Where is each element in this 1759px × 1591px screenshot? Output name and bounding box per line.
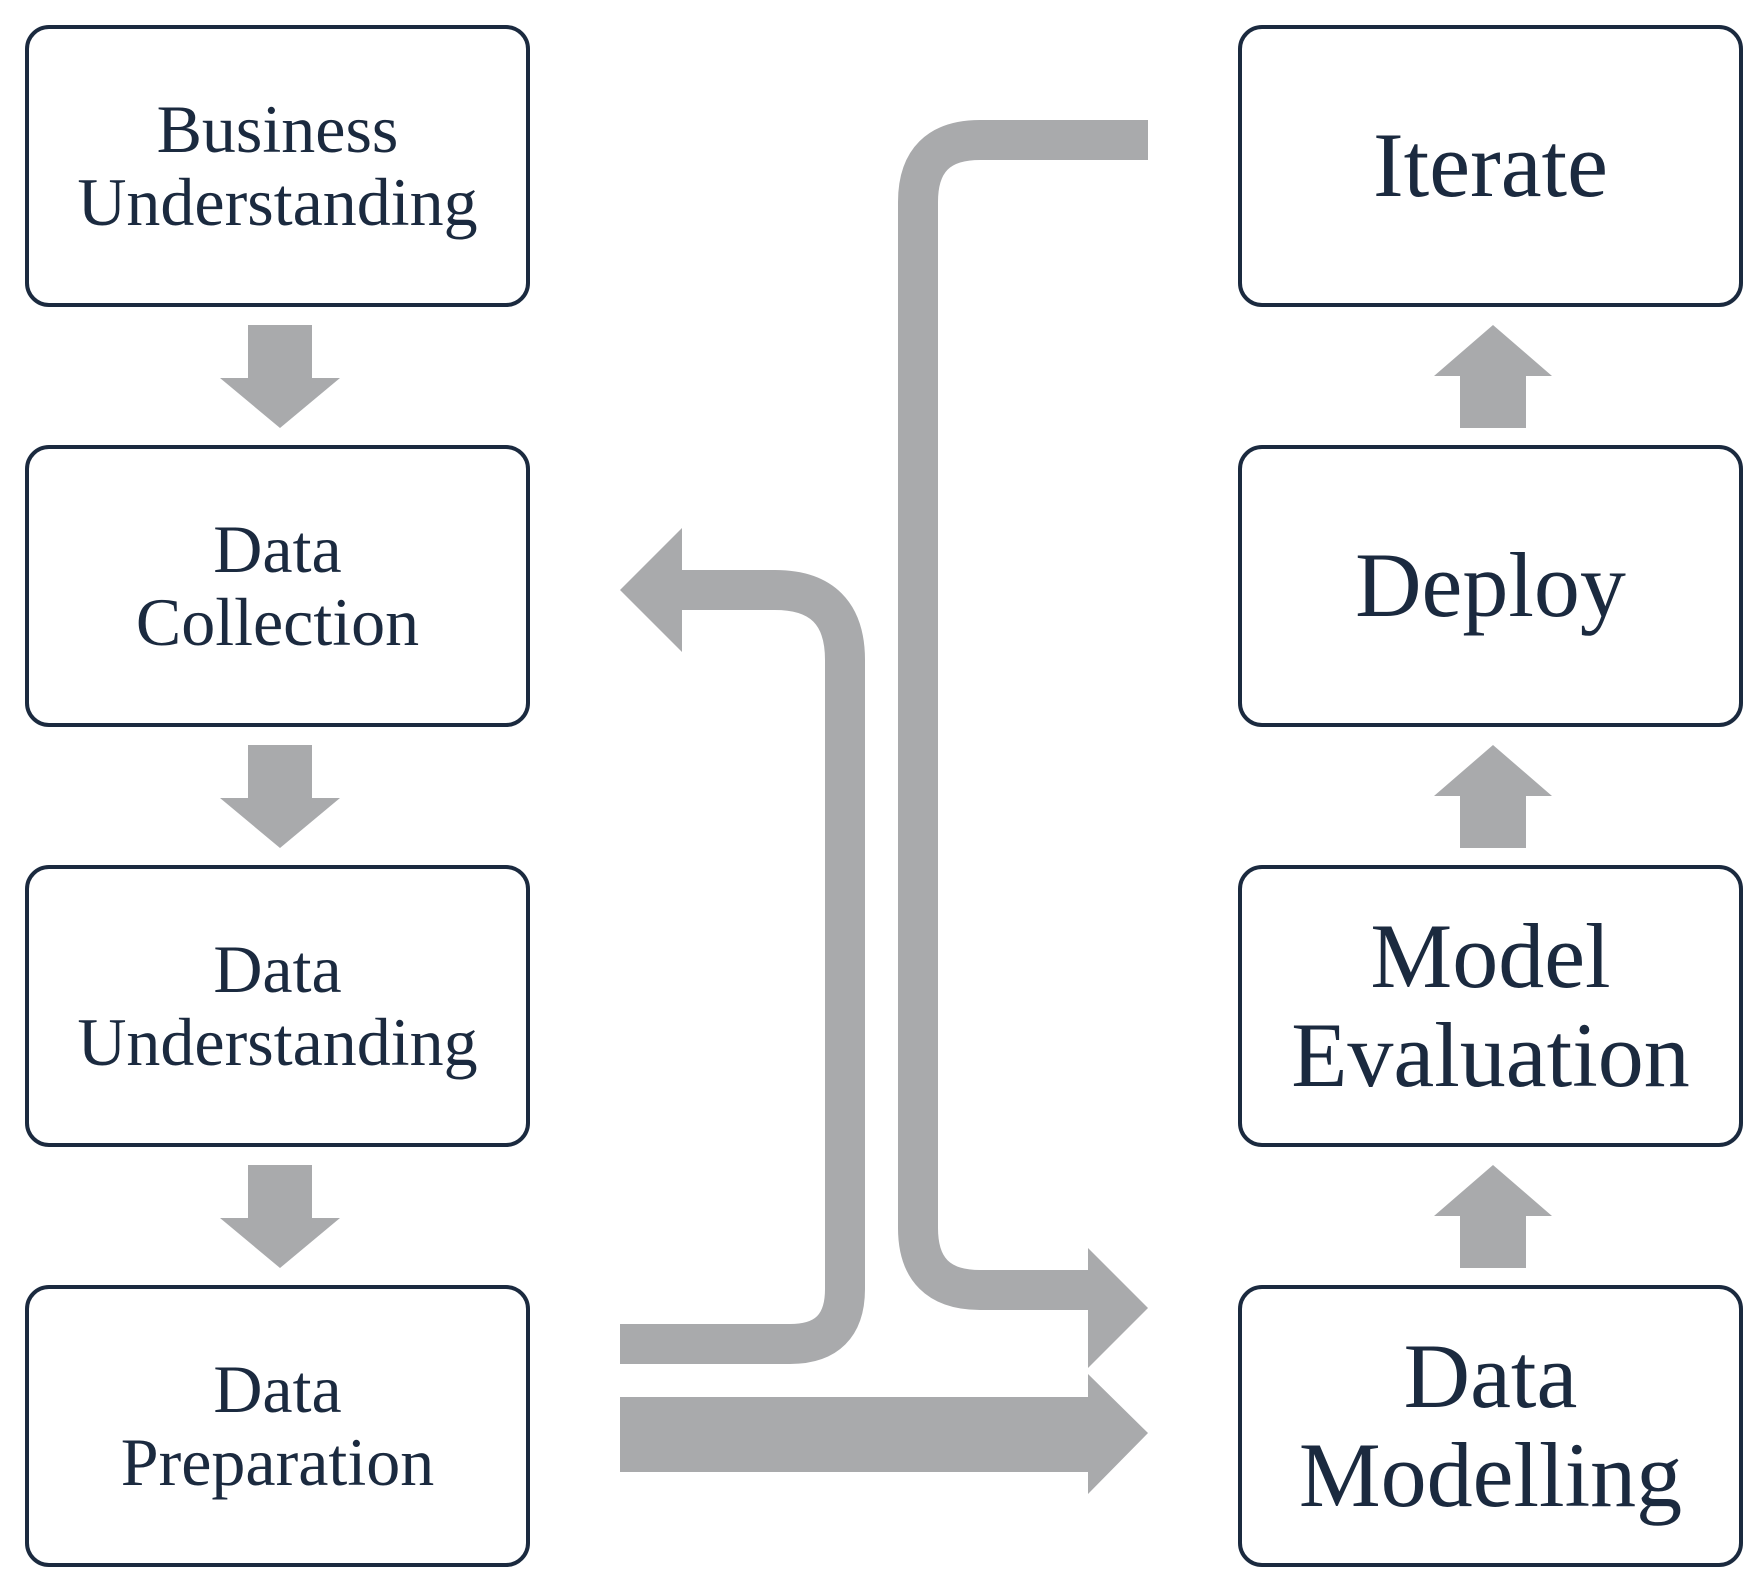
arrow-preparation-to-collection-path (620, 570, 865, 1364)
model-evaluation-box: Model Evaluation (1238, 865, 1743, 1147)
arrow-modelling-to-evaluation (1434, 1165, 1552, 1268)
arrow-preparation-to-collection-head (620, 528, 682, 652)
arrow-iterate-to-modelling-head (1088, 1248, 1148, 1368)
data-understanding-box: Data Understanding (25, 865, 530, 1147)
arrow-evaluation-to-deploy (1434, 745, 1552, 848)
arrow-deploy-to-iterate (1434, 325, 1552, 428)
iterate-label: Iterate (1373, 114, 1608, 217)
data-modelling-label: Data Modelling (1298, 1324, 1683, 1526)
business-understanding-label: Business Understanding (77, 90, 478, 240)
deploy-label: Deploy (1355, 534, 1626, 637)
arrow-iterate-to-modelling-path (898, 120, 1148, 1310)
data-preparation-label: Data Preparation (120, 1350, 435, 1500)
iterate-box: Iterate (1238, 25, 1743, 307)
deploy-box: Deploy (1238, 445, 1743, 727)
business-understanding-box: Business Understanding (25, 25, 530, 307)
arrow-business-to-collection (220, 325, 340, 428)
data-understanding-label: Data Understanding (77, 930, 478, 1080)
data-collection-label: Data Collection (135, 510, 420, 660)
arrow-understanding-to-preparation (220, 1165, 340, 1268)
data-modelling-box: Data Modelling (1238, 1285, 1743, 1567)
arrow-preparation-to-modelling (620, 1374, 1148, 1494)
data-preparation-box: Data Preparation (25, 1285, 530, 1567)
arrow-collection-to-understanding (220, 745, 340, 848)
model-evaluation-label: Model Evaluation (1291, 904, 1690, 1106)
data-collection-box: Data Collection (25, 445, 530, 727)
